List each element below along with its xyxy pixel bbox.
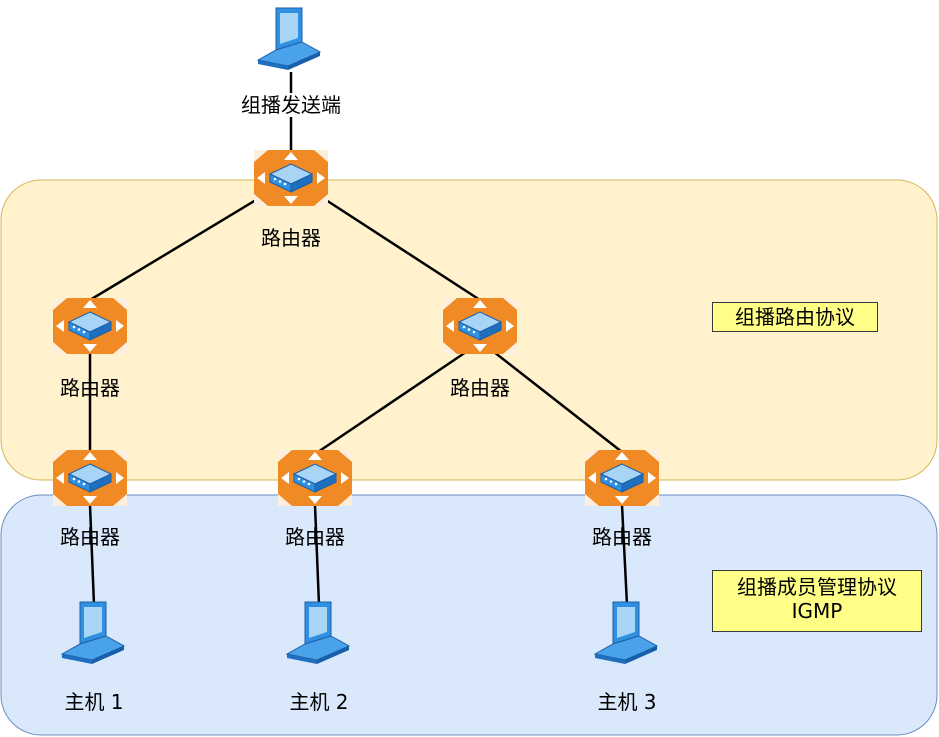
host-2-label: 主机 2	[289, 690, 349, 714]
link-botleft-host1	[88, 504, 96, 606]
host-3-label: 主机 3	[597, 690, 657, 714]
link-botright-host3	[620, 504, 629, 606]
routing-protocol-note: 组播路由协议	[712, 302, 878, 332]
router-icon	[584, 449, 660, 507]
router-icon	[253, 149, 329, 207]
link-midright-botmid	[317, 350, 467, 454]
link-botmid-host2	[313, 504, 321, 606]
sender-laptop-icon	[257, 7, 321, 71]
routing-protocol-text: 组播路由协议	[735, 305, 855, 329]
link-midright-botright	[493, 351, 623, 453]
link-top-midleft	[89, 198, 257, 302]
router-label-bot-mid: 路由器	[285, 525, 345, 549]
router-icon	[52, 449, 128, 507]
host-1-label: 主机 1	[64, 690, 124, 714]
link-top-midright	[325, 198, 481, 302]
igmp-note: 组播成员管理协议 IGMP	[712, 570, 922, 632]
router-icon	[52, 297, 128, 355]
router-icon	[277, 449, 353, 507]
igmp-zone	[0, 494, 938, 736]
igmp-note-line2: IGMP	[791, 599, 843, 623]
router-icon	[442, 297, 518, 355]
router-label-mid-left: 路由器	[60, 376, 120, 400]
router-label-bot-left: 路由器	[60, 525, 120, 549]
igmp-note-line1: 组播成员管理协议	[737, 575, 897, 599]
sender-label: 组播发送端	[241, 93, 341, 117]
router-label-top: 路由器	[261, 226, 321, 250]
router-label-mid-right: 路由器	[450, 376, 510, 400]
router-label-bot-right: 路由器	[592, 525, 652, 549]
